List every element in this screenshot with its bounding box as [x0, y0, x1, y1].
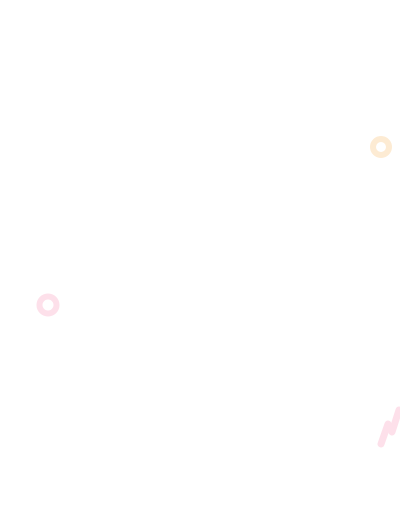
pink-stripes-decoration: [377, 406, 400, 448]
pink-stripe: [377, 420, 392, 448]
pink-ring-decoration: [36, 293, 60, 317]
pink-stripe: [388, 406, 400, 436]
peach-ring-decoration: [370, 136, 392, 158]
